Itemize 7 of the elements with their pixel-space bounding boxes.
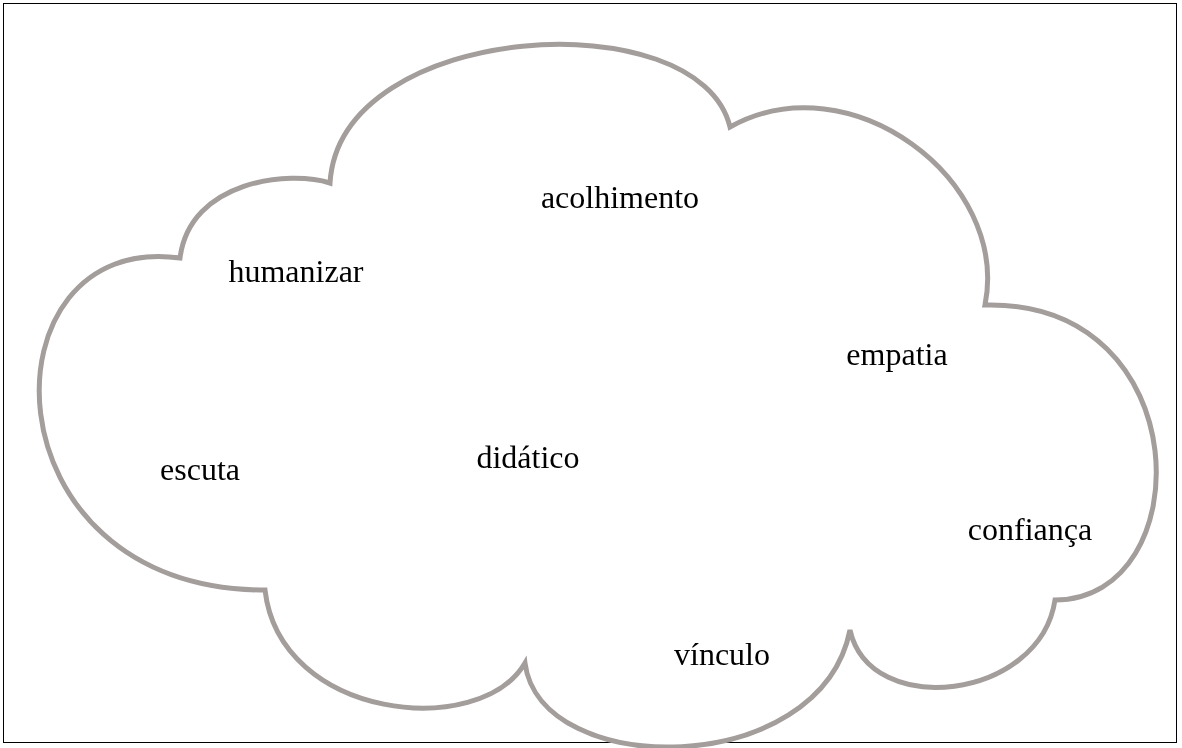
keyword-label: acolhimento (540, 180, 700, 216)
keyword-label: vínculo (674, 637, 770, 673)
keyword-label: confiança (967, 512, 1093, 548)
keyword-label: empatia (846, 337, 948, 373)
keyword-label: didático (476, 440, 580, 476)
keyword-label: escuta (160, 452, 240, 488)
keyword-label: humanizar (228, 254, 364, 290)
